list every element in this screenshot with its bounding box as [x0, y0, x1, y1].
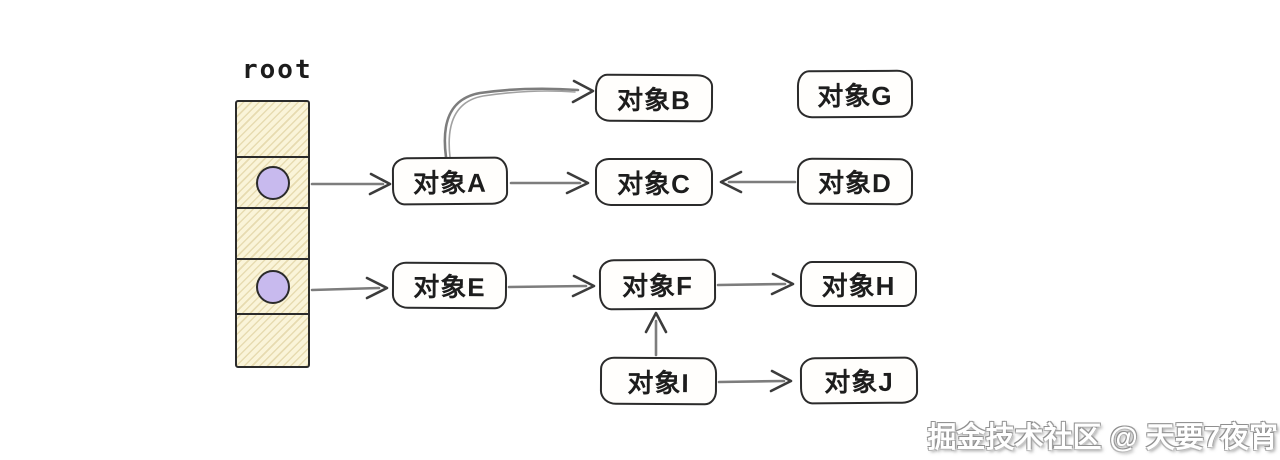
- node-object-I: 对象I: [599, 356, 718, 406]
- arrow-I-to-F: [644, 311, 668, 357]
- root-cell-4: [237, 258, 308, 313]
- node-object-E: 对象E: [391, 261, 508, 310]
- node-object-B: 对象B: [594, 73, 714, 123]
- arrow-E-to-F: [507, 274, 596, 298]
- arrow-I-to-J: [717, 369, 793, 393]
- node-object-D: 对象D: [796, 157, 914, 206]
- pointer-dot: [255, 166, 290, 200]
- arrow-A-to-B: [443, 79, 595, 159]
- node-object-A: 对象A: [391, 156, 509, 206]
- root-stack: [235, 100, 310, 368]
- watermark: 掘金技术社区 @ 天要7夜宵: [927, 422, 1278, 454]
- pointer-dot: [255, 270, 290, 304]
- root-label: root: [242, 55, 313, 85]
- root-cell-5: [237, 313, 308, 365]
- node-object-J: 对象J: [799, 356, 919, 405]
- arrow-root-to-A: [310, 172, 392, 196]
- root-cell-2: [237, 156, 308, 207]
- root-cell-3: [237, 207, 308, 258]
- root-cell-1: [237, 102, 308, 156]
- node-object-H: 对象H: [800, 261, 917, 307]
- arrow-A-to-C: [509, 171, 590, 195]
- node-object-C: 对象C: [595, 158, 713, 206]
- arrow-root-to-E: [310, 276, 389, 300]
- arrow-D-to-C: [719, 170, 797, 194]
- arrow-F-to-H: [716, 272, 795, 296]
- node-object-F: 对象F: [598, 258, 717, 311]
- node-object-G: 对象G: [796, 69, 914, 119]
